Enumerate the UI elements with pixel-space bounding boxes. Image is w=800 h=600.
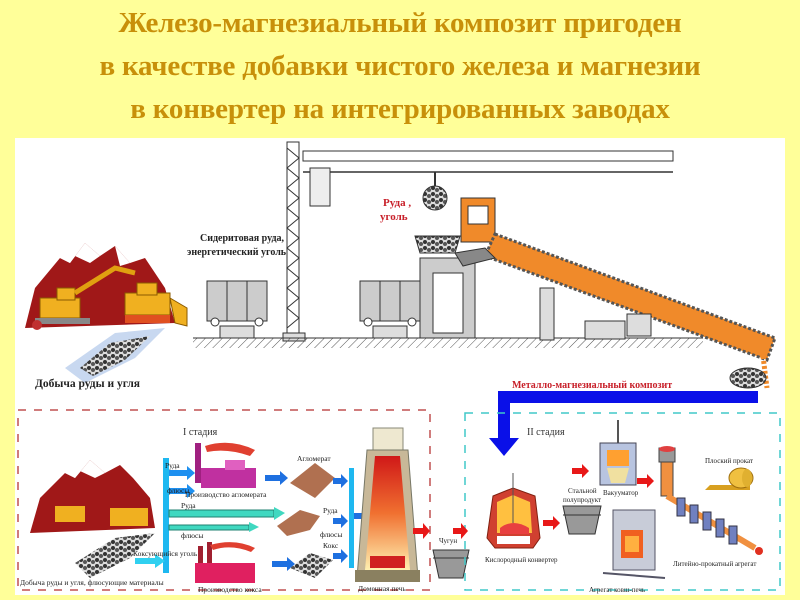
label-vacuumator: Вакууматор xyxy=(603,489,639,497)
arrow-right-icon xyxy=(333,474,348,488)
bulldozer-icon xyxy=(124,282,188,327)
process-diagram: Добыча руды и угля xyxy=(15,138,785,595)
coke-pile-icon xyxy=(290,553,333,578)
label-agglomerate: Агломерат xyxy=(297,454,331,463)
flux-flow-bar xyxy=(168,524,250,531)
label-coking-coal: Коксующийся уголь xyxy=(133,549,198,558)
ore-pile-icon xyxy=(277,510,320,536)
label-mining: Добыча руды и угля xyxy=(35,378,140,390)
blast-furnace-icon xyxy=(355,427,420,582)
arrow-right-icon xyxy=(169,466,195,480)
label-fluxes-1: флюсы xyxy=(167,486,189,495)
process-diagram-graphics: Добыча руды и угля xyxy=(17,141,781,594)
title-line-1: Железо-магнезиальный композит пригоден xyxy=(118,7,682,39)
rotary-kiln xyxy=(454,197,777,389)
composite-flow-arrow xyxy=(489,391,758,456)
kiln-drive-motor xyxy=(584,320,626,340)
label-flat-product: Плоский прокат xyxy=(705,457,753,465)
snow-cap-2 xyxy=(115,246,130,266)
steel-ladle-icon xyxy=(562,505,602,535)
ore-flow-bar xyxy=(168,509,275,518)
arrow-right-icon xyxy=(265,471,288,485)
label-siderite-1: Сидеритовая руда, xyxy=(200,233,285,244)
composite-pellets-icon xyxy=(729,367,767,389)
label-stage1-mining: Добыча руды и угля, флюсующие материалы xyxy=(20,578,164,587)
arrow-right-icon xyxy=(169,484,195,498)
snow-cap xyxy=(60,243,100,263)
label-ladle-furnace: Агрегат ковш-печь xyxy=(589,586,645,594)
ore-pile-icon xyxy=(65,328,165,383)
hopper-feeder xyxy=(414,235,476,339)
stage1-mining-scene xyxy=(30,460,155,578)
arrow-right-icon xyxy=(333,549,348,563)
label-ore-coal-1: Руда , xyxy=(383,197,411,209)
crane-cab xyxy=(309,167,331,207)
kiln-tube xyxy=(482,232,777,362)
casting-rolling-unit-icon xyxy=(658,446,763,555)
label-composite: Металло-магнезиальный композит xyxy=(512,380,672,391)
agglomerate-plant-icon xyxy=(195,442,256,488)
label-steel-semi-1: Стальной xyxy=(568,487,597,495)
label-pig-iron: Чугун xyxy=(439,537,457,545)
arrow-right-icon xyxy=(413,523,430,539)
label-ore-2: Руда xyxy=(181,501,196,510)
coke-plant-icon xyxy=(195,542,255,583)
stage2-border xyxy=(464,412,781,591)
gantry-crane xyxy=(282,141,674,342)
label-oxygen-converter: Кислородный конвертер xyxy=(485,556,558,564)
label-fluxes-3: флюсы xyxy=(320,530,342,539)
arrow-right-icon xyxy=(637,474,654,488)
label-coke: Кокс xyxy=(323,541,339,550)
ground-hatching xyxy=(193,338,703,348)
arrow-right-icon xyxy=(272,557,295,571)
label-ore-1: Руда xyxy=(165,461,180,470)
arrow-right-icon xyxy=(543,516,560,530)
grab-bucket-icon xyxy=(422,185,448,211)
oxygen-converter-icon xyxy=(486,473,541,549)
label-ore-coal-2: уголь xyxy=(380,211,408,223)
title-line-3: в конвертер на интегрированных заводах xyxy=(130,93,670,125)
distribution-bar-2 xyxy=(349,468,354,568)
excavator-icon xyxy=(32,265,136,330)
arrow-right-icon xyxy=(135,554,165,568)
slide-title: Железо-магнезиальный композит пригоден в… xyxy=(0,2,800,131)
vacuumator-icon xyxy=(599,420,637,486)
stage1-heading: I стадия xyxy=(183,427,218,438)
arrow-right-icon xyxy=(572,464,589,478)
arrow-right-icon xyxy=(333,514,348,528)
stage1-border xyxy=(17,409,431,591)
arrow-down-icon xyxy=(489,438,519,456)
arrow-right-icon xyxy=(453,523,468,539)
railcar-2 xyxy=(359,280,421,339)
label-steel-semi-2: полупродукт xyxy=(563,496,601,504)
pig-iron-ladle-icon xyxy=(432,549,470,579)
distribution-bar-1 xyxy=(163,458,169,573)
agglomerate-pile-icon xyxy=(290,463,335,498)
mining-scene xyxy=(25,243,188,383)
ladle-furnace-icon xyxy=(602,509,666,579)
label-ore-3: Руда xyxy=(323,506,338,515)
label-casting-rolling: Литейно-прокатный агрегат xyxy=(673,560,756,568)
kiln-feed-head xyxy=(460,197,496,243)
label-siderite-2: энергетический уголь xyxy=(187,247,287,258)
title-line-2: в качестве добавки чистого железа и магн… xyxy=(99,50,701,82)
label-coke-production: Производство кокса xyxy=(198,585,262,594)
label-blast-furnace: Доменная печь xyxy=(358,584,406,593)
railcar-1 xyxy=(206,280,268,339)
label-agglomerate-production: Производство агломерата xyxy=(185,490,267,499)
steel-coil-icon xyxy=(705,467,754,490)
label-fluxes-2: флюсы xyxy=(181,531,203,540)
stage2-heading: II стадия xyxy=(527,427,565,438)
